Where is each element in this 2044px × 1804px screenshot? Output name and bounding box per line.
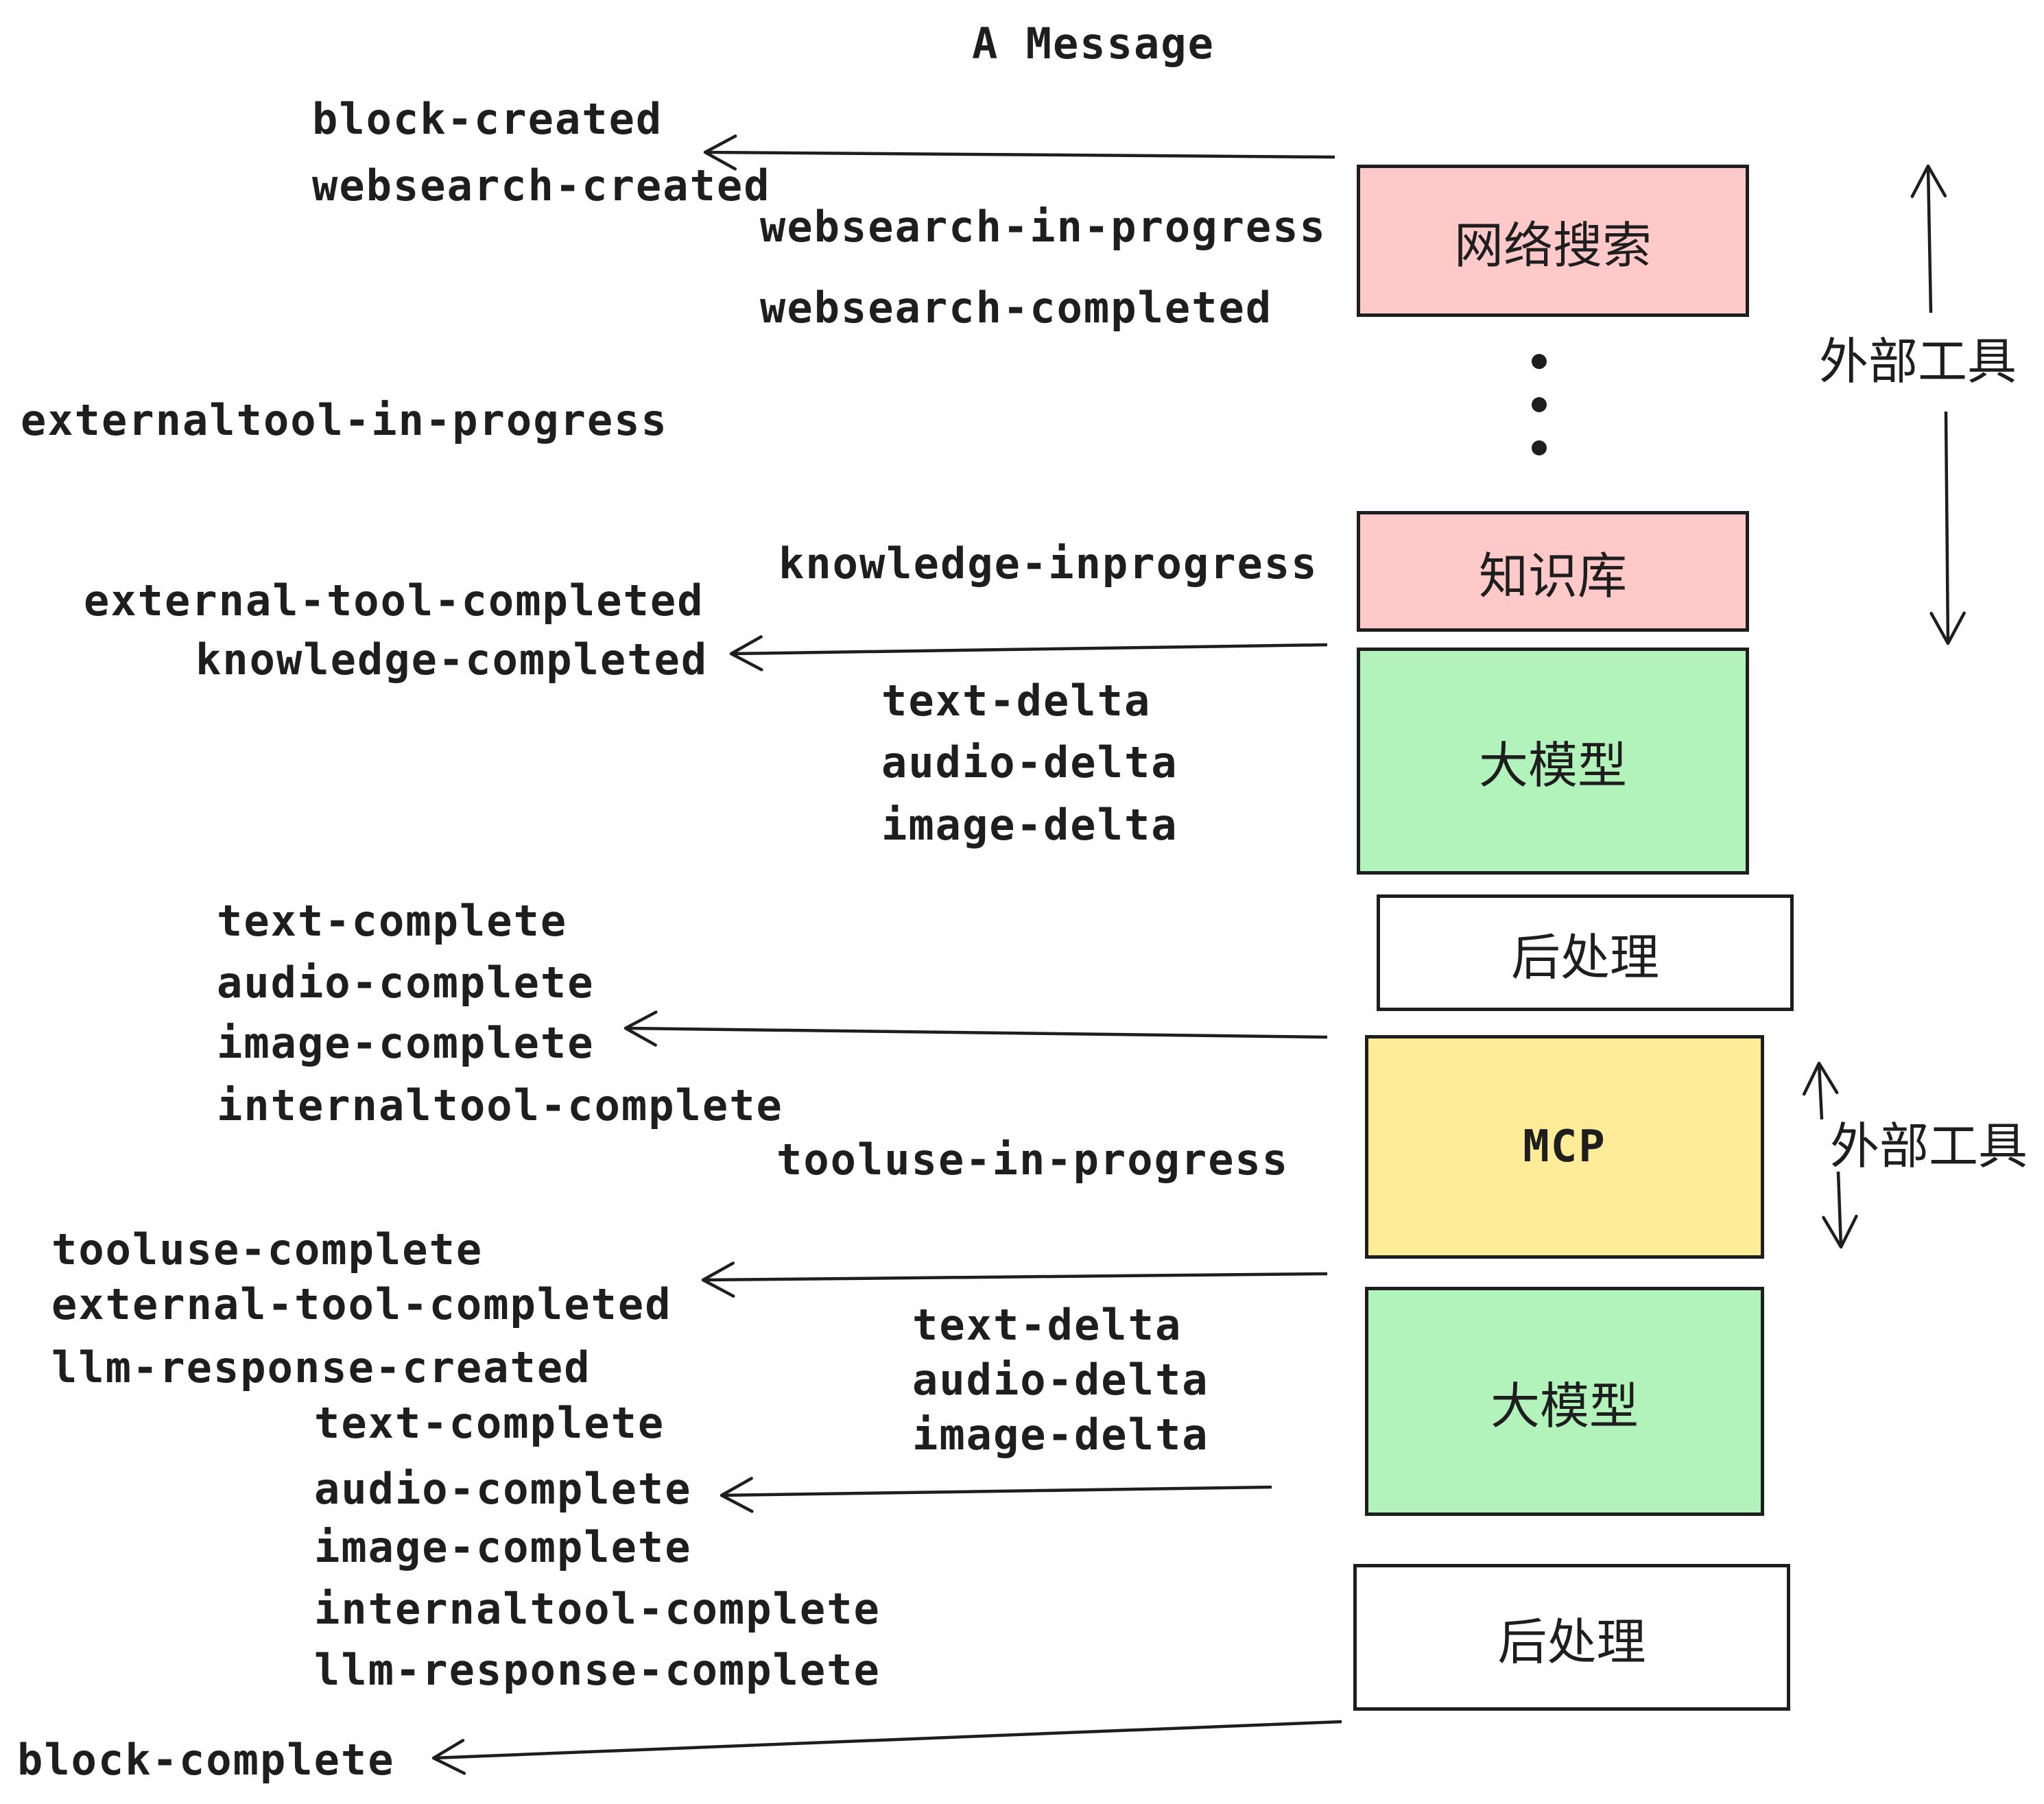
event-text-complete-2: text-complete (314, 1398, 665, 1448)
event-internaltool-complete-1: internaltool-complete (217, 1080, 783, 1130)
event-llm-response-created: llm-response-created (51, 1342, 591, 1392)
external-tools-top-label: 外部工具 (1819, 333, 2017, 390)
event-block-created: block-created (312, 94, 663, 144)
external-tools-mcp-label: 外部工具 (1830, 1117, 2028, 1175)
event-internaltool-complete-2: internaltool-complete (314, 1584, 881, 1634)
external-tools-top-down-arrow (1929, 411, 1966, 645)
node-knowledge-base: 知识库 (1357, 511, 1749, 632)
node-websearch: 网络搜索 (1357, 165, 1749, 317)
event-tooluse-in-progress: tooluse-in-progress (776, 1135, 1290, 1185)
event-websearch-created: websearch-created (312, 161, 771, 211)
arrow-knowledge-completed (729, 635, 1328, 672)
event-text-complete-1: text-complete (217, 896, 568, 946)
external-tools-mcp-up-arrow (1802, 1061, 1839, 1120)
event-external-tool-completed-2: external-tool-completed (51, 1279, 672, 1329)
event-knowledge-inprogress: knowledge-inprogress (779, 538, 1318, 589)
event-image-complete-2: image-complete (314, 1522, 692, 1572)
external-tools-mcp-down-arrow (1822, 1171, 1858, 1249)
external-tools-top-up-arrow (1910, 164, 1947, 313)
event-image-delta-1: image-delta (881, 800, 1178, 850)
event-audio-delta-2: audio-delta (912, 1355, 1209, 1405)
node-mcp: MCP (1365, 1035, 1764, 1259)
arrow-audio-complete (720, 1477, 1272, 1513)
event-tooluse-complete: tooluse-complete (51, 1224, 484, 1274)
event-image-complete-1: image-complete (217, 1018, 595, 1068)
node-llm-1: 大模型 (1357, 648, 1749, 875)
event-audio-complete-2: audio-complete (314, 1464, 692, 1514)
arrow-block-created (703, 134, 1335, 171)
event-websearch-in-progress: websearch-in-progress (760, 202, 1327, 252)
arrow-image-complete (623, 1010, 1328, 1047)
event-audio-complete-1: audio-complete (217, 958, 595, 1008)
event-external-tool-completed: external-tool-completed (84, 575, 704, 626)
event-image-delta-2: image-delta (912, 1410, 1209, 1460)
ellipsis-dots (1532, 354, 1547, 455)
event-text-delta-2: text-delta (912, 1300, 1183, 1350)
event-websearch-completed: websearch-completed (760, 283, 1273, 333)
event-externaltool-in-progress: externaltool-in-progress (21, 395, 668, 445)
event-block-complete: block-complete (17, 1735, 395, 1785)
event-llm-response-complete: llm-response-complete (314, 1645, 881, 1695)
arrow-tooluse-complete (701, 1261, 1328, 1298)
event-text-delta-1: text-delta (881, 676, 1152, 726)
arrow-block-complete (431, 1720, 1342, 1775)
node-postprocess-2: 后处理 (1353, 1564, 1790, 1711)
page-title: A Message (972, 19, 1215, 69)
node-llm-2: 大模型 (1365, 1287, 1764, 1516)
event-audio-delta-1: audio-delta (881, 737, 1178, 787)
event-knowledge-completed: knowledge-completed (195, 634, 709, 685)
node-postprocess-1: 后处理 (1377, 894, 1794, 1011)
